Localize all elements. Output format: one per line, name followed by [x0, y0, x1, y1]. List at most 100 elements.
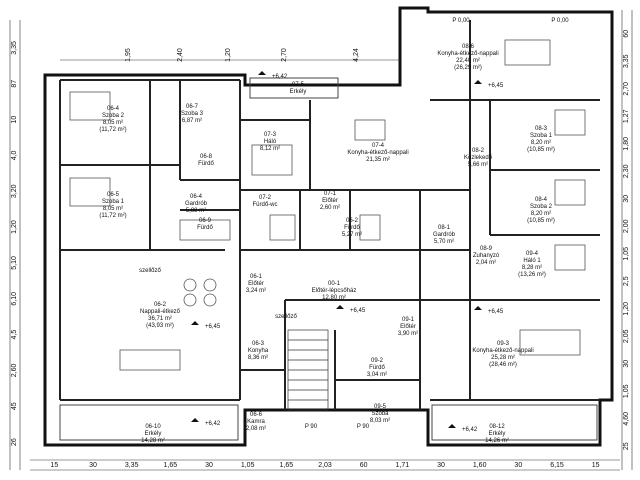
- room-name: Erkély: [290, 89, 307, 95]
- room-name: Közlekedő: [464, 155, 493, 161]
- room-id: 09-2: [371, 358, 384, 364]
- room-name: Fürdő: [198, 161, 214, 167]
- dimension-right: 2,70: [623, 82, 630, 96]
- room-area: 5,27 m²: [342, 232, 362, 238]
- dimension-bottom: 30: [89, 462, 97, 469]
- room-id: 09-3: [497, 341, 510, 347]
- room-name: Zuhanyzó: [473, 253, 500, 259]
- annotation: szellőző: [275, 314, 297, 320]
- balconies: [59, 77, 598, 441]
- dimension-left: 87: [11, 80, 18, 88]
- room-area-gross: (28,46 m²): [489, 362, 517, 368]
- annotation: P 90: [357, 424, 370, 430]
- room-id: 00-1: [328, 281, 341, 287]
- room-area-gross: (43,93 m²): [146, 323, 174, 329]
- level-value: +6,42: [205, 421, 221, 427]
- room-id: 08-12: [489, 424, 505, 430]
- room-id: 06-4: [107, 106, 120, 112]
- dimension-bottom: 30: [205, 462, 213, 469]
- dimension-right: 1,27: [623, 109, 630, 123]
- room-id: 07-5: [292, 82, 305, 88]
- room-id: 06-5: [107, 192, 120, 198]
- level-marker-icon: [258, 71, 266, 75]
- dimension-bottom: 1,60: [473, 462, 487, 469]
- dimension-right: 2,05: [623, 329, 630, 343]
- exterior-walls: [43, 6, 614, 447]
- room-id: 06-9: [199, 218, 212, 224]
- room-area: 8,36 m²: [248, 355, 268, 361]
- dimension-left: 3,35: [11, 41, 18, 55]
- dimension-bottom: 1,65: [280, 462, 294, 469]
- dimension-right: 30: [623, 195, 630, 203]
- dimension-right: 3,35: [623, 54, 630, 68]
- room-name: Nappali-étkező: [140, 309, 181, 315]
- room-id: 08-1: [438, 225, 451, 231]
- level-value: +6,42: [462, 427, 478, 433]
- room-area: 3,24 m²: [246, 288, 266, 294]
- room-area: 5,70 m²: [434, 239, 454, 245]
- room-name: Gardrób: [185, 201, 208, 207]
- room-name: Fürdő: [369, 365, 385, 371]
- level-value: +6,45: [488, 83, 504, 89]
- room-id: 08-4: [535, 197, 548, 203]
- room-name: Konyha-étkező-nappali: [347, 150, 408, 156]
- level-marker-icon: [474, 306, 482, 310]
- room-area: 8,12 m²: [260, 146, 280, 152]
- room-id: 07-3: [264, 132, 277, 138]
- room-id: 06-2: [346, 218, 359, 224]
- room-id: 06-4: [190, 194, 203, 200]
- room-id: 09-5: [374, 404, 387, 410]
- room-area: 14,28 m²: [141, 438, 165, 444]
- level-value: +6,45: [350, 308, 366, 314]
- staircase: [287, 329, 329, 411]
- room-name: Erkély: [489, 431, 506, 437]
- room-area: 14,26 m²: [485, 438, 509, 444]
- annotation: P 90: [305, 424, 318, 430]
- room-area: 5,88 m²: [186, 208, 206, 214]
- room-name: Konyha-étkező-nappali: [437, 51, 498, 57]
- room-area: 36,71 m²: [148, 316, 172, 322]
- dimension-right: 4,60: [623, 412, 630, 426]
- dimension-top: 4,24: [353, 48, 360, 62]
- dimension-right: 2,30: [623, 164, 630, 178]
- room-name: Szoba 3: [181, 111, 204, 117]
- dimension-bottom: 15: [592, 462, 600, 469]
- room-id: 08-9: [480, 246, 493, 252]
- dimension-bottom: 1,05: [241, 462, 255, 469]
- dimension-left: 45: [11, 402, 18, 410]
- dimension-lines: [9, 10, 633, 471]
- room-area-gross: (10,85 m²): [527, 218, 555, 224]
- level-marker-icon: [336, 305, 344, 309]
- room-name: Fürdő-wc: [252, 202, 277, 208]
- dimension-left: 2,60: [11, 363, 18, 377]
- room-area-gross: (26,29 m²): [454, 65, 482, 71]
- room-id: 08-2: [472, 148, 485, 154]
- room-area-gross: (13,26 m²): [518, 272, 546, 278]
- dimension-right: 1,05: [623, 247, 630, 261]
- dimension-right: 2,5: [623, 276, 630, 286]
- dimension-bottom: 30: [514, 462, 522, 469]
- interior-walls: [59, 20, 600, 410]
- room-area-gross: (11,72 m²): [99, 127, 126, 133]
- dimension-bottom: 15: [50, 462, 58, 469]
- room-name: Előtér: [400, 324, 416, 330]
- room-area: 8,28 m²: [522, 265, 542, 271]
